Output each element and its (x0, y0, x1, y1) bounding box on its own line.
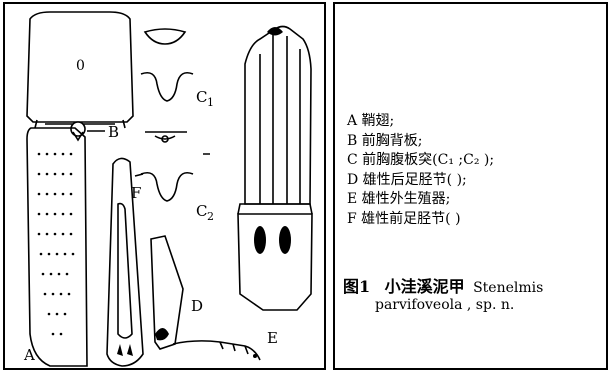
species-epithet: parvifoveola , sp. n. (375, 297, 515, 313)
legend-f: F 雄性前足胫节( ) (347, 210, 461, 227)
pronotum-mark: 0 (76, 58, 85, 74)
label-d: D (191, 297, 203, 315)
label-c1-sub: 1 (207, 96, 214, 109)
genitalia-drawing (244, 25, 312, 205)
figure-caption: 图1 小洼溪泥甲 Stenelmis (343, 273, 543, 297)
label-c2: C (196, 202, 207, 220)
protibia-drawing (106, 157, 144, 367)
legend-e: E 雄性外生殖器; (347, 191, 451, 207)
label-b: B (108, 123, 119, 141)
label-a: A (23, 346, 35, 364)
figure-number: 图1 (343, 277, 371, 296)
label-c1: C (196, 88, 207, 106)
figure-panel: 0 B C 1 C 2 F D E A (3, 2, 326, 370)
label-c2-sub: 2 (207, 210, 214, 223)
sternal-process-c1 (140, 71, 194, 102)
label-f: F (131, 184, 141, 202)
caption-panel: A 鞘翅; B 前胸背板; C 前胸腹板突(C₁ ;C₂ ); D 雄性后足胫节… (333, 2, 608, 370)
legend-b: B 前胸背板; (347, 132, 423, 149)
legend-a: A 鞘翅; (347, 113, 395, 129)
sternal-process-c1-top (143, 28, 187, 45)
elytron-drawing (26, 127, 88, 367)
legend-d: D 雄性后足胫节( ); (347, 171, 467, 188)
pronotum-drawing (26, 11, 134, 123)
label-e: E (267, 329, 278, 347)
sternal-process-c2 (140, 171, 194, 202)
elytral-punctures (37, 152, 75, 336)
beetle-illustration: 0 B C 1 C 2 F D E A (23, 11, 313, 367)
figure-legend: A 鞘翅; B 前胸背板; C 前胸腹板突(C₁ ;C₂ ); D 雄性后足胫节… (347, 112, 494, 229)
sternal-process-c2-top (145, 131, 187, 140)
genus-name: Stenelmis (473, 280, 544, 296)
legend-c: C 前胸腹板突(C₁ ;C₂ ); (347, 152, 495, 168)
species-chinese-name: 小洼溪泥甲 (384, 277, 465, 296)
